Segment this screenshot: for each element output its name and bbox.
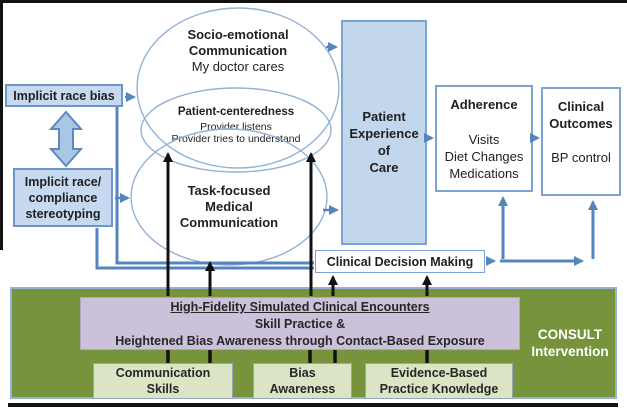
bottom-edge-line (8, 403, 618, 407)
communication-skills-box: Communication Skills (93, 363, 233, 399)
encounters-line3: Heightened Bias Awareness through Contac… (115, 334, 485, 348)
clinical-outcomes-sub: BP control (551, 150, 611, 165)
clinical-outcomes-box: Clinical Outcomes BP control (541, 87, 621, 196)
top-edge-line (0, 0, 627, 3)
communication-skills-label: Communication Skills (115, 366, 211, 396)
clinical-decision-making-box: Clinical Decision Making (315, 250, 485, 273)
patient-experience-label: Patient Experience of Care (349, 108, 419, 175)
bias-awareness-label: Bias Awareness (269, 366, 336, 396)
clinical-decision-making-label: Clinical Decision Making (326, 254, 474, 269)
encounters-title: High-Fidelity Simulated Clinical Encount… (170, 300, 430, 314)
implicit-stereotyping-box: Implicit race/ compliance stereotyping (13, 168, 113, 227)
bias-awareness-box: Bias Awareness (253, 363, 352, 399)
evidence-based-box: Evidence-Based Practice Knowledge (365, 363, 513, 399)
line-stereotyping-to-decision (95, 228, 314, 270)
adherence-box: Adherence Visits Diet Changes Medication… (435, 85, 533, 192)
consult-intervention-label: CONSULT Intervention (531, 327, 609, 359)
adherence-title: Adherence (450, 97, 518, 112)
encounters-line2: Skill Practice & (254, 317, 346, 331)
clinical-outcomes-title: Clinical Outcomes (549, 99, 613, 131)
left-edge-line (0, 0, 3, 250)
task-focused-label: Task-focused Medical Communication (179, 183, 279, 230)
patient-experience-box: Patient Experience of Care (341, 20, 427, 245)
evidence-based-label: Evidence-Based Practice Knowledge (379, 366, 499, 396)
patient-centeredness-label: Patient-centeredness Provider listens Pr… (171, 106, 301, 145)
simulated-encounters-box: High-Fidelity Simulated Clinical Encount… (80, 297, 520, 350)
socio-emotional-label: Socio-emotional Communication My doctor … (187, 27, 289, 74)
implicit-race-bias-box: Implicit race bias (5, 84, 123, 107)
adherence-items: Visits Diet Changes Medications (444, 132, 524, 181)
implicit-race-bias-label: Implicit race bias (13, 88, 115, 103)
bias-stereotyping-double-arrow-icon (48, 110, 84, 168)
implicit-stereotyping-label: Implicit race/ compliance stereotyping (24, 174, 102, 221)
